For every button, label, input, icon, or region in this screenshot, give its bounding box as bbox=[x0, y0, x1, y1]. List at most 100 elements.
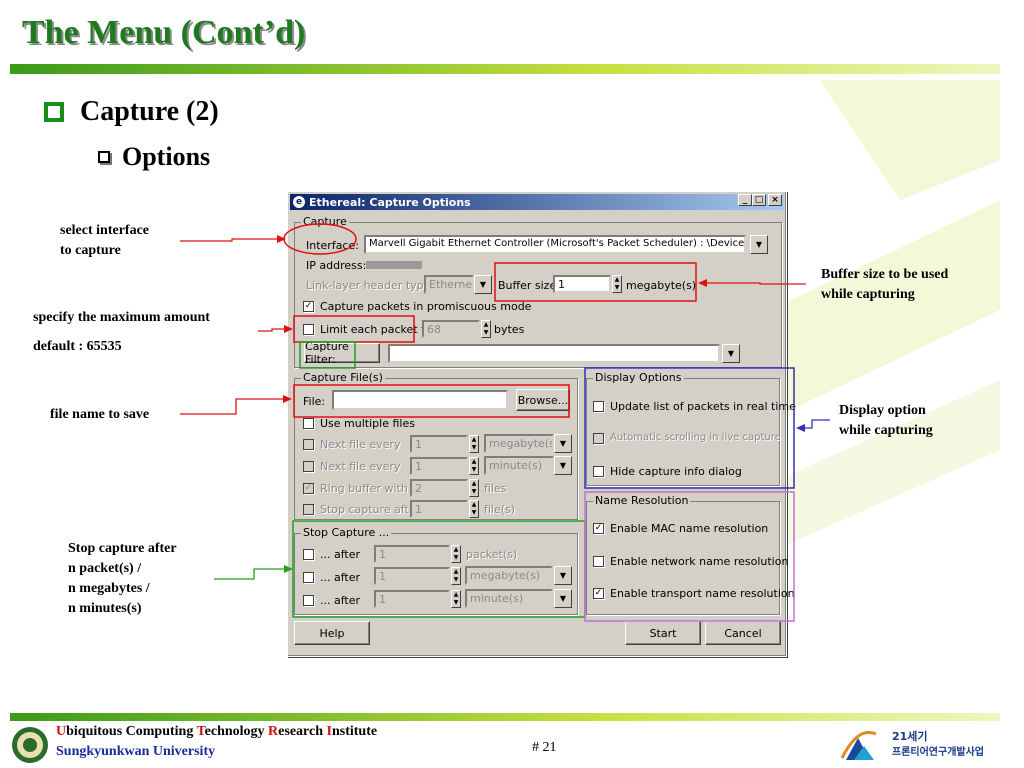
stop-packets-spinner[interactable]: ▲▼ bbox=[451, 545, 461, 563]
limit-packet-spinner[interactable]: ▲▼ bbox=[481, 320, 491, 338]
buffer-size-spinner[interactable]: ▲▼ bbox=[612, 275, 622, 293]
stop-packets-input[interactable]: 1 bbox=[374, 545, 450, 563]
promiscuous-label: Capture packets in promiscuous mode bbox=[320, 300, 532, 313]
auto-scroll-checkbox[interactable] bbox=[593, 433, 604, 444]
next-file-time-spinner[interactable]: ▲▼ bbox=[469, 457, 479, 475]
ring-buffer-input[interactable]: 2 bbox=[410, 479, 468, 497]
stop-minutes-unit-combo[interactable]: minute(s) bbox=[465, 589, 553, 608]
network-resolution-checkbox[interactable] bbox=[593, 556, 604, 567]
stop-capture-group-label: Stop Capture ... bbox=[301, 526, 392, 539]
next-file-size-checkbox[interactable] bbox=[303, 439, 314, 450]
footer-institute-part: biquitous Computing bbox=[66, 724, 197, 739]
next-file-time-checkbox[interactable] bbox=[303, 461, 314, 472]
next-file-time-input[interactable]: 1 bbox=[410, 457, 468, 475]
footer-bar bbox=[10, 713, 1000, 721]
page-number: # 21 bbox=[532, 740, 557, 755]
dialog-title: Ethereal: Capture Options bbox=[309, 195, 471, 209]
stop-megabytes-checkbox[interactable] bbox=[303, 572, 314, 583]
stop-packets-label: ... after bbox=[320, 548, 361, 561]
display-options-group-label: Display Options bbox=[593, 371, 684, 384]
footer-university: Sungkyunkwan University bbox=[56, 744, 216, 759]
checkbox-bullet-icon bbox=[98, 151, 110, 163]
capture-filter-dropdown-button[interactable]: ▼ bbox=[722, 344, 740, 363]
bullet-level2: Options bbox=[98, 142, 210, 172]
cancel-button[interactable]: Cancel bbox=[705, 621, 781, 645]
arrow-select-interface bbox=[180, 238, 280, 242]
capture-filter-button[interactable]: Capture Filter: bbox=[304, 340, 380, 366]
link-layer-combo[interactable]: Ethernet bbox=[424, 275, 474, 294]
footer-institute-part: esearch bbox=[278, 724, 327, 739]
annotation-file-name: file name to save bbox=[50, 407, 150, 422]
next-file-size-input[interactable]: 1 bbox=[410, 435, 468, 453]
footer-institute-part: echnology bbox=[204, 724, 269, 739]
bullet-level2-text: Options bbox=[122, 142, 211, 171]
capture-filter-input[interactable] bbox=[388, 344, 720, 363]
stop-megabytes-unit-dropdown[interactable]: ▼ bbox=[554, 566, 572, 585]
footer-institute-part: R bbox=[268, 724, 279, 739]
next-file-time-unit-dropdown[interactable]: ▼ bbox=[554, 456, 572, 475]
arrow-display-option bbox=[804, 419, 830, 429]
next-file-time-unit-combo[interactable]: minute(s) bbox=[484, 456, 554, 475]
next-file-size-unit-combo[interactable]: megabyte(s) bbox=[484, 434, 554, 453]
ip-address-value-redacted bbox=[366, 261, 422, 269]
arrow-stop-capture bbox=[214, 568, 286, 580]
next-file-size-spinner[interactable]: ▲▼ bbox=[469, 435, 479, 453]
browse-button[interactable]: Browse... bbox=[516, 389, 570, 411]
limit-packet-checkbox[interactable] bbox=[303, 324, 314, 335]
buffer-size-unit: megabyte(s) bbox=[626, 279, 697, 292]
frontier-logo: 21세기 프론티어연구개발사업 bbox=[836, 724, 996, 764]
footer-institute-part: T bbox=[196, 724, 205, 739]
interface-dropdown-button[interactable]: ▼ bbox=[750, 235, 768, 254]
capture-group-label: Capture bbox=[301, 215, 349, 228]
ring-buffer-spinner[interactable]: ▲▼ bbox=[469, 479, 479, 497]
stop-minutes-spinner[interactable]: ▲▼ bbox=[451, 590, 461, 608]
hide-info-checkbox[interactable] bbox=[593, 466, 604, 477]
stop-after-files-spinner[interactable]: ▲▼ bbox=[469, 500, 479, 518]
frontier-logo-line2: 프론티어연구개발사업 bbox=[892, 747, 984, 758]
close-button[interactable]: × bbox=[768, 194, 782, 206]
next-file-size-label: Next file every bbox=[320, 438, 401, 451]
next-file-time-label: Next file every bbox=[320, 460, 401, 473]
interface-combo[interactable]: Marvell Gigabit Ethernet Controller (Mic… bbox=[364, 235, 746, 254]
mac-resolution-checkbox[interactable]: ✓ bbox=[593, 523, 604, 534]
ring-buffer-checkbox[interactable]: ✓ bbox=[303, 483, 314, 494]
transport-resolution-checkbox[interactable]: ✓ bbox=[593, 588, 604, 599]
stop-megabytes-unit-combo[interactable]: megabyte(s) bbox=[465, 566, 553, 585]
dialog-titlebar[interactable]: e Ethereal: Capture Options bbox=[290, 194, 784, 210]
footer-institute-part: nstitute bbox=[331, 724, 378, 739]
annotation-buffer-size: Buffer size to be used while capturing bbox=[821, 267, 949, 302]
bullet-level1-text: Capture (2) bbox=[80, 96, 219, 127]
start-button[interactable]: Start bbox=[625, 621, 701, 645]
next-file-size-unit-dropdown[interactable]: ▼ bbox=[554, 434, 572, 453]
maximize-button[interactable]: □ bbox=[752, 194, 766, 206]
help-button[interactable]: Help bbox=[294, 621, 370, 645]
arrow-max-amount bbox=[258, 328, 287, 332]
buffer-size-input[interactable]: 1 bbox=[553, 275, 611, 293]
file-input[interactable] bbox=[332, 390, 508, 410]
stop-megabytes-spinner[interactable]: ▲▼ bbox=[451, 567, 461, 585]
ethereal-app-icon: e bbox=[293, 196, 305, 208]
footer-institute: Ubiquitous Computing Technology Research… bbox=[56, 724, 377, 740]
limit-packet-input[interactable]: 68 bbox=[422, 320, 480, 338]
stop-minutes-label: ... after bbox=[320, 594, 361, 607]
stop-minutes-checkbox[interactable] bbox=[303, 595, 314, 606]
frontier-logo-icon bbox=[840, 731, 877, 760]
stop-packets-checkbox[interactable] bbox=[303, 549, 314, 560]
promiscuous-checkbox[interactable]: ✓ bbox=[303, 301, 314, 312]
update-list-checkbox[interactable] bbox=[593, 401, 604, 412]
stop-after-files-checkbox[interactable] bbox=[303, 504, 314, 515]
ring-buffer-unit: files bbox=[484, 482, 507, 495]
minimize-button[interactable]: _ bbox=[738, 194, 752, 206]
arrow-file-name bbox=[180, 398, 285, 415]
stop-minutes-input[interactable]: 1 bbox=[374, 590, 450, 608]
stop-minutes-unit-dropdown[interactable]: ▼ bbox=[554, 589, 572, 608]
transport-resolution-label: Enable transport name resolution bbox=[610, 587, 795, 600]
stop-after-files-input[interactable]: 1 bbox=[410, 500, 468, 518]
name-resolution-group-label: Name Resolution bbox=[593, 494, 691, 507]
stop-megabytes-input[interactable]: 1 bbox=[374, 567, 450, 585]
multiple-files-checkbox[interactable] bbox=[303, 418, 314, 429]
ip-address-label: IP address: bbox=[306, 259, 367, 272]
link-layer-dropdown-button[interactable]: ▼ bbox=[474, 275, 492, 294]
annotation-max-amount: specify the maximum amount bbox=[33, 310, 210, 325]
